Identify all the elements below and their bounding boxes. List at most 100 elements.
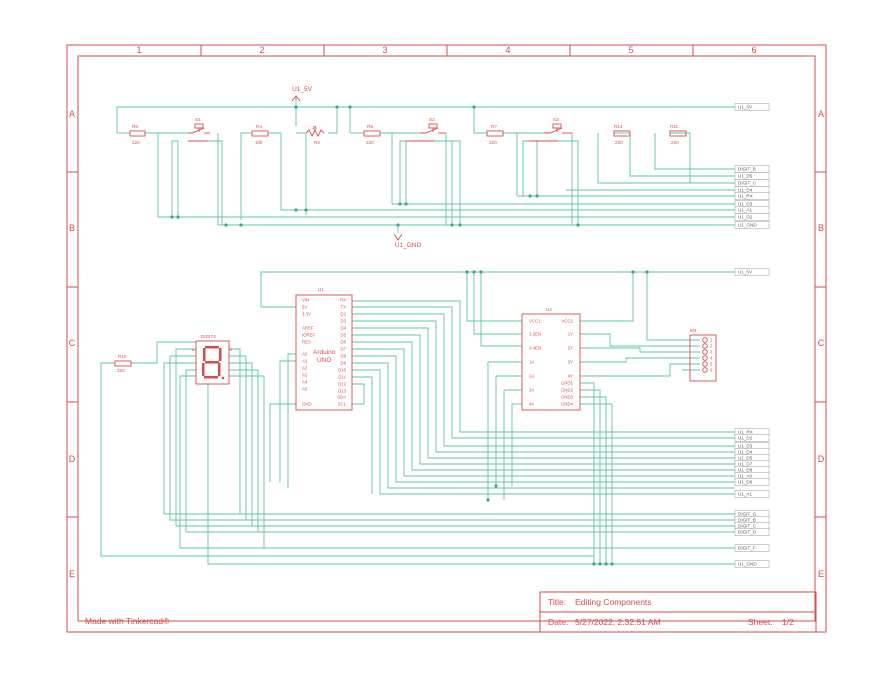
switch-s3: S3 [529, 117, 572, 142]
u2-pin-label: 1-2EN [529, 332, 541, 337]
arduino-pin-label: A5 [302, 387, 308, 392]
arduino-pin-label: A4 [302, 380, 308, 385]
net-label: DIGIT_C [738, 181, 757, 186]
arduino-subtitle: UNO [317, 357, 331, 364]
resistor-r6: R6 220 [363, 124, 381, 145]
component-name: R5 [132, 124, 138, 129]
arduino-pin-label: D5 [341, 333, 347, 338]
arduino-pin-label: D12 [338, 382, 346, 387]
arduino-pin-label: D9 [341, 361, 347, 366]
u2-pin-label: GND4 [561, 402, 574, 407]
arduino-pin-label: A0 [302, 352, 308, 357]
net-label: U1_D4 [738, 188, 753, 193]
lower-section-junctions [465, 270, 649, 566]
net-label-box [734, 434, 770, 442]
component-value: 1k [312, 125, 318, 130]
arduino-pin-label: D2 [341, 312, 347, 317]
sheet-label: Sheet: [748, 617, 773, 627]
net-label-box [734, 544, 770, 552]
arduino-pin-label: SCL [338, 402, 347, 407]
component-name: DIGIT4 [201, 334, 216, 339]
m3-pin [702, 355, 708, 361]
m3-pin-label: 1 [710, 338, 713, 343]
m3-pin-label: 4 [710, 356, 713, 361]
net-label-box [734, 192, 770, 200]
arduino-pin-label: RX [340, 298, 346, 303]
row-marker: D [818, 454, 825, 464]
net-label: DIGIT_G [738, 512, 757, 517]
resistor-r10: R10 220 [114, 354, 132, 373]
u2-pin-label: 1A [529, 360, 534, 365]
net-label: U1_D8 [738, 468, 753, 473]
svg-text:a: a [192, 347, 195, 352]
arduino-uno-u1: U1 Arduino UNO VIN5V3.3VAREFIOREFRESA0A1… [295, 287, 353, 411]
arduino-pin-label: VIN [302, 298, 309, 303]
net-label: U1_D2 [738, 436, 753, 441]
arduino-pin-label: A3 [302, 373, 308, 378]
component-name: S3 [553, 117, 559, 122]
u2-pin-label: 3-4EN [529, 346, 541, 351]
net-label: U1_A0 [738, 474, 752, 479]
m3-pin [702, 361, 708, 367]
m3-pin-label: 5 [710, 362, 713, 367]
net-label: U1_5V [738, 270, 753, 275]
resistor-r14: R14 220 [613, 124, 631, 145]
column-marker: 4 [505, 45, 510, 55]
net-label-box [734, 528, 770, 536]
arduino-pin-label: 5V [302, 305, 307, 310]
m3-pin-label: 6 [710, 368, 713, 373]
net-label-box [734, 560, 770, 568]
arduino-pin-label: A1 [302, 359, 308, 364]
row-marker: C [69, 338, 76, 348]
net-label-box [734, 268, 770, 276]
arduino-pin-label: 3.3V [302, 312, 311, 317]
net-label-box [734, 478, 770, 486]
net-label: U1_D3 [738, 202, 753, 207]
row-marker: E [69, 569, 75, 579]
net-label: U1_A1 [738, 208, 752, 213]
u2-pin-label: 4A [529, 402, 534, 407]
m3-pin [702, 343, 708, 349]
column-marker: 3 [382, 45, 387, 55]
row-marker: C [818, 338, 825, 348]
m3-pin [702, 337, 708, 343]
resistor-r5: R5 220 [129, 124, 146, 145]
arduino-pin-label: RES [302, 340, 311, 345]
u2-pin-label: 3Y [568, 360, 573, 365]
u2-pin-label: GND3 [561, 395, 574, 400]
net-label: U1_D6 [738, 480, 753, 485]
arduino-pin-label: D7 [341, 347, 347, 352]
net-label: DIGIT_B [738, 518, 756, 523]
seven-segment-digit4: DIGIT4 a b [192, 334, 233, 385]
row-marker: B [818, 223, 824, 233]
switch-s2: S2 [406, 117, 446, 142]
row-markers: A B C D E A B C D E [69, 109, 825, 579]
component-value: 220 [489, 140, 497, 145]
title-label: Title: [548, 597, 566, 607]
net-label: U1_A1 [738, 492, 752, 497]
u2-pin-label: 4Y [568, 374, 573, 379]
net-label: U1_RX [738, 430, 753, 435]
u2-pin-label: 2A [529, 374, 534, 379]
net-label-box [734, 103, 770, 111]
u2-pin-label: VCC2 [562, 319, 574, 324]
component-name: R6 [367, 124, 373, 129]
component-name: R2 [314, 140, 320, 145]
net-label: U1_D5 [738, 456, 753, 461]
component-value: 220 [132, 140, 140, 145]
power-symbol-gnd: U1_GND [393, 233, 421, 249]
component-name: R4 [256, 124, 262, 129]
arduino-pin-label: SDA [337, 395, 346, 400]
u2-pin-label: GND1 [561, 381, 574, 386]
column-marker: 6 [751, 45, 756, 55]
column-markers: 1 2 3 4 5 6 [136, 45, 756, 55]
u2-pin-label: 2Y [568, 346, 573, 351]
component-value: 220 [117, 368, 125, 373]
row-marker: B [69, 223, 75, 233]
